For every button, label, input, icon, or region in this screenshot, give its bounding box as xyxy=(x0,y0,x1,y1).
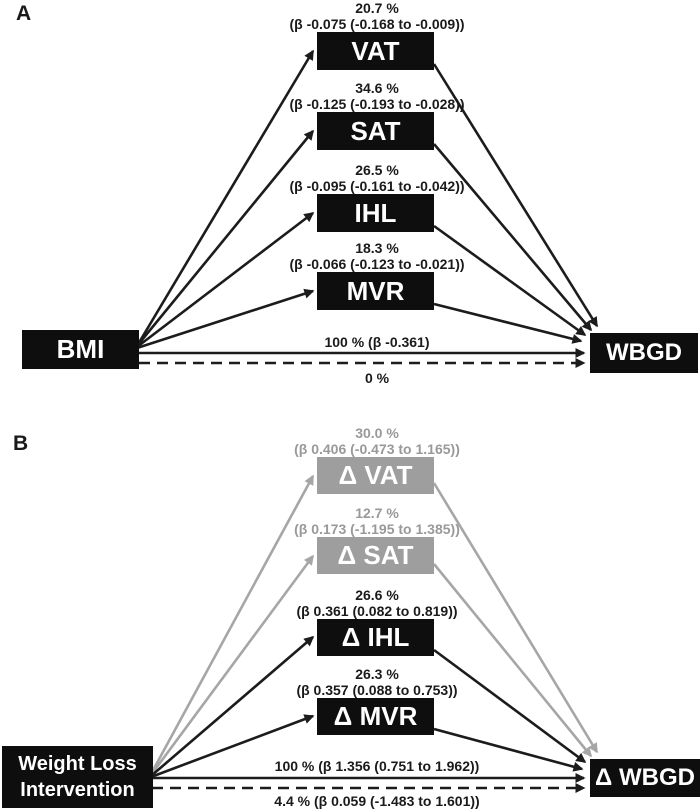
mediator-box-mvr: MVR xyxy=(317,272,434,310)
vat-beta-label: (β -0.075 (-0.168 to -0.009)) xyxy=(289,16,465,32)
mediator-box-vat: VAT xyxy=(317,32,434,70)
dihl-beta-label: (β 0.361 (0.082 to 0.819)) xyxy=(296,603,458,619)
sat-beta-label: (β -0.125 (-0.193 to -0.028)) xyxy=(289,96,465,112)
dashed-path-label-a: 0 % xyxy=(364,370,390,386)
mediator-box-delta-vat: Δ VAT xyxy=(317,457,434,494)
exposure-box-bmi: BMI xyxy=(22,330,139,369)
arrow-dvat-to-dwbgd xyxy=(432,482,599,754)
arrow-ihl-to-wbgd xyxy=(433,224,587,337)
panel-a-label: A xyxy=(16,2,32,25)
arrow-dmvr-to-dwbgd xyxy=(433,727,584,772)
arrow-dsat-to-dwbgd xyxy=(432,563,593,758)
arrow-wli-to-dvat xyxy=(149,474,315,775)
mediator-box-ihl: IHL xyxy=(317,194,434,232)
dsat-pct-label: 12.7 % xyxy=(355,505,399,521)
mediator-box-delta-ihl: Δ IHL xyxy=(317,619,434,656)
arrow-bmi-to-sat xyxy=(135,129,315,347)
dmvr-pct-label: 26.3 % xyxy=(355,666,399,682)
outcome-box-wbgd: WBGD xyxy=(590,333,698,373)
mvr-pct-label: 18.3 % xyxy=(355,240,399,256)
dvat-pct-label: 30.0 % xyxy=(355,425,399,441)
arrow-vat-to-wbgd xyxy=(432,63,599,328)
dashed-path-label-b: 4.4 % (β 0.059 (-1.483 to 1.601)) xyxy=(274,793,480,809)
arrow-bmi-to-vat xyxy=(135,49,315,347)
arrow-mvr-to-wbgd xyxy=(433,302,583,344)
dvat-beta-label: (β 0.406 (-0.473 to 1.165)) xyxy=(294,441,460,457)
dsat-beta-label: (β 0.173 (-1.195 to 1.385)) xyxy=(294,521,460,537)
arrow-wli-to-dsat xyxy=(149,554,315,776)
mediator-box-delta-mvr: Δ MVR xyxy=(317,698,434,735)
dihl-pct-label: 26.6 % xyxy=(355,587,399,603)
arrow-sat-to-wbgd xyxy=(433,143,592,332)
arrow-dihl-to-dwbgd xyxy=(433,648,587,764)
mediator-box-sat: SAT xyxy=(317,112,434,150)
outcome-box-delta-wbgd: Δ WBGD xyxy=(590,759,700,797)
arrow-bmi-to-ihl xyxy=(136,211,315,349)
mvr-beta-label: (β -0.066 (-0.123 to -0.021)) xyxy=(289,256,465,272)
mediator-box-delta-sat: Δ SAT xyxy=(317,537,434,574)
direct-path-label-b: 100 % (β 1.356 (0.751 to 1.962)) xyxy=(274,758,480,774)
arrow-wli-to-dihl xyxy=(150,636,315,777)
ihl-beta-label: (β -0.095 (-0.161 to -0.042)) xyxy=(289,178,465,194)
panel-b-label: B xyxy=(13,432,29,455)
dmvr-beta-label: (β 0.357 (0.088 to 0.753)) xyxy=(296,682,458,698)
sat-pct-label: 34.6 % xyxy=(355,80,399,96)
arrow-wli-to-dmvr xyxy=(150,714,315,779)
ihl-pct-label: 26.5 % xyxy=(355,162,399,178)
exposure-box-weight-loss-intervention: Weight Loss Intervention xyxy=(2,746,153,808)
arrow-bmi-to-mvr xyxy=(136,288,315,350)
vat-pct-label: 20.7 % xyxy=(355,0,399,16)
direct-path-label-a: 100 % (β -0.361) xyxy=(324,334,430,350)
